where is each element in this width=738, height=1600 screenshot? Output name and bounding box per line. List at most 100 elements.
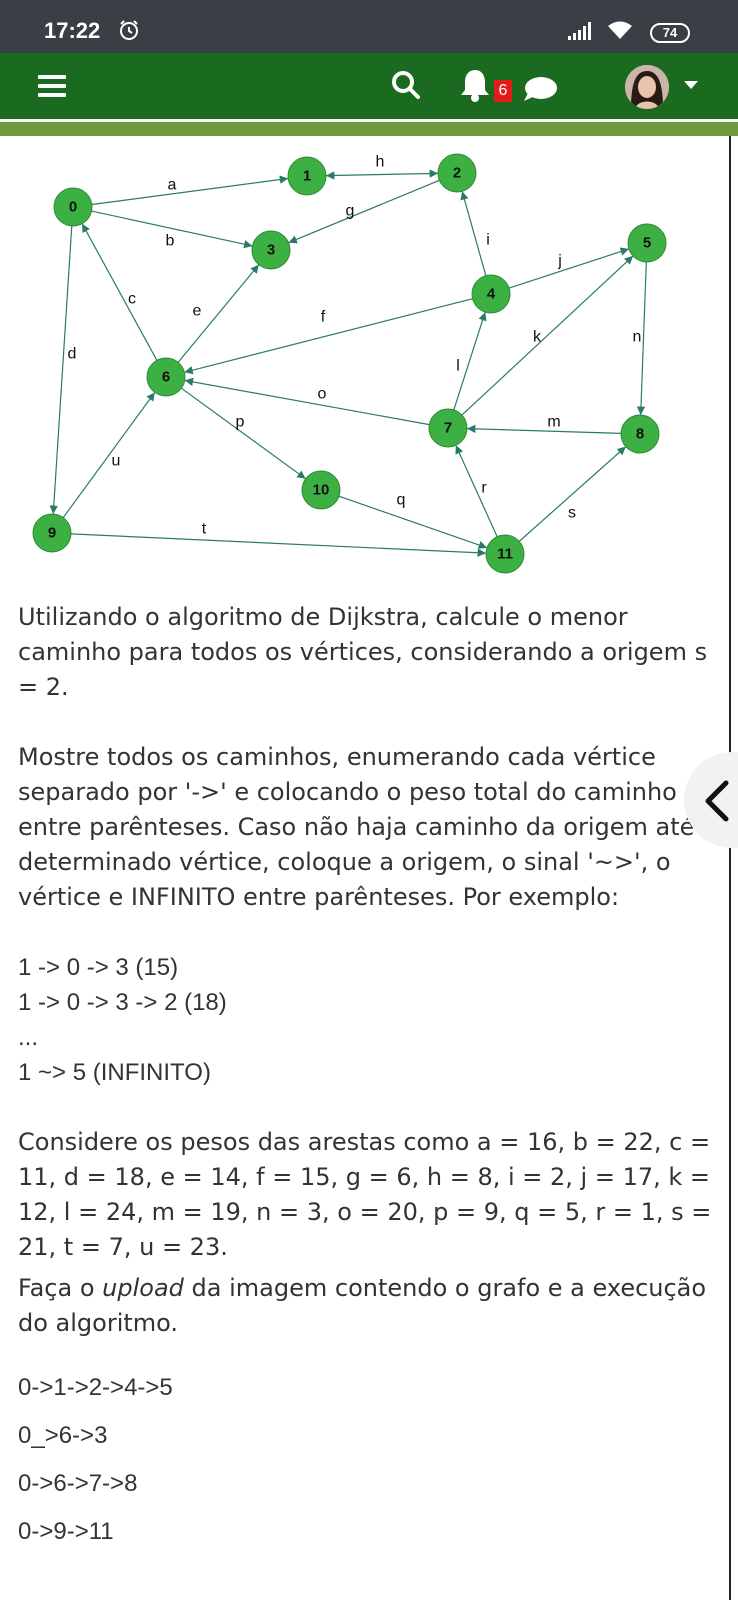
menu-icon[interactable] [38, 75, 66, 97]
upload-prefix: Faça o [18, 1274, 103, 1302]
graph-node: 6 [146, 357, 186, 397]
node-circle [471, 274, 511, 314]
graph-edge [288, 179, 440, 244]
alarm-icon [120, 20, 138, 40]
graph-node: 11 [485, 534, 525, 574]
edge-label: m [547, 414, 560, 431]
node-circle [301, 470, 341, 510]
edge-label: g [346, 203, 355, 220]
edge-label: a [168, 177, 177, 194]
node-label: 10 [313, 482, 330, 499]
weights-paragraph: Considere os pesos das arestas como a = … [18, 1128, 712, 1261]
node-label: 6 [162, 369, 170, 386]
node-label: 9 [48, 525, 56, 542]
node-label: 1 [303, 168, 311, 185]
edge-label: s [568, 505, 576, 522]
example-line: ... [18, 1024, 39, 1051]
header-accent-bar [0, 122, 738, 136]
graph-edge [177, 264, 260, 363]
status-bar: 17:22 74 [0, 0, 738, 53]
node-circle [620, 414, 660, 454]
node-circle [287, 156, 327, 196]
graph-edge [453, 311, 487, 411]
graph-edge [466, 424, 622, 435]
chevron-down-icon[interactable] [684, 81, 698, 89]
app-header: 6 [0, 53, 738, 119]
graph-edge [184, 298, 473, 375]
edge-label: n [633, 329, 642, 346]
edge-label: l [456, 358, 460, 375]
edge-label: o [318, 386, 327, 403]
answer-line: 0->6->7->8 [18, 1470, 138, 1497]
graph-edge [91, 210, 253, 249]
graph-node: 10 [301, 470, 341, 510]
node-label: 11 [497, 546, 513, 563]
graph-edge [518, 446, 627, 542]
graph-edge [460, 191, 487, 276]
graph-edge [49, 225, 73, 515]
graph-edge [81, 223, 158, 361]
edge-label: t [202, 521, 207, 538]
edge-label: k [533, 329, 542, 346]
edge-label: i [486, 232, 490, 249]
graph-edge [636, 261, 647, 416]
node-circle [32, 513, 72, 553]
edge-label: d [68, 346, 77, 363]
node-label: 2 [453, 165, 461, 182]
graph-edge [455, 445, 498, 537]
notification-badge: 6 [494, 80, 512, 102]
graph-edge [461, 255, 634, 416]
answer-line: 0_>6->3 [18, 1422, 108, 1449]
format-paragraph: Mostre todos os caminhos, enumerando cad… [18, 743, 695, 911]
upload-paragraph: Faça o upload da imagem contendo o grafo… [18, 1271, 718, 1341]
graph-node: 8 [620, 414, 660, 454]
node-label: 5 [643, 235, 651, 252]
example-line: 1 -> 0 -> 3 -> 2 (18) [18, 989, 227, 1016]
node-label: 0 [69, 199, 77, 216]
example-line: 1 -> 0 -> 3 (15) [18, 954, 179, 981]
node-circle [627, 223, 667, 263]
avatar[interactable] [625, 65, 669, 109]
instruction-paragraph: Utilizando o algoritmo de Dijkstra, calc… [18, 603, 708, 701]
graph-edge [508, 247, 630, 289]
battery-icon: 74 [650, 23, 690, 43]
graph-edge [70, 533, 487, 557]
chat-icon[interactable] [522, 76, 558, 102]
graph-node: 1 [287, 156, 327, 196]
graph-edge [184, 377, 430, 426]
node-circle [428, 408, 468, 448]
edge-label: q [397, 492, 406, 509]
upload-italic: upload [102, 1274, 184, 1302]
search-icon[interactable] [390, 69, 422, 101]
graph-edge [325, 169, 439, 180]
graph-node: 9 [32, 513, 72, 553]
edge-label: r [481, 480, 487, 497]
edge-label: u [112, 453, 121, 470]
graph-node: 4 [471, 274, 511, 314]
node-circle [437, 153, 477, 193]
edge-label: j [557, 253, 562, 270]
header-divider [0, 119, 738, 122]
graph-edge [338, 495, 488, 549]
answer-line: 0->9->11 [18, 1518, 114, 1545]
graph-edge [62, 391, 156, 519]
node-circle [485, 534, 525, 574]
edge-label: h [376, 154, 385, 171]
question-body: Utilizando o algoritmo de Dijkstra, calc… [18, 600, 718, 1568]
bell-icon[interactable] [458, 67, 492, 103]
chevron-left-icon [705, 780, 729, 822]
edge-label: c [128, 291, 136, 308]
status-time: 17:22 [44, 18, 101, 43]
node-label: 4 [487, 286, 496, 303]
node-circle [53, 187, 93, 227]
example-line: 1 ~> 5 (INFINITO) [18, 1059, 211, 1086]
edge-label: e [193, 303, 202, 320]
answer-line: 0->1->2->4->5 [18, 1374, 173, 1401]
graph-node: 0 [53, 187, 93, 227]
graph-node: 2 [437, 153, 477, 193]
graph-node: 3 [251, 230, 291, 270]
node-label: 8 [636, 426, 644, 443]
graph-edge [91, 175, 289, 206]
graph-node: 5 [627, 223, 667, 263]
